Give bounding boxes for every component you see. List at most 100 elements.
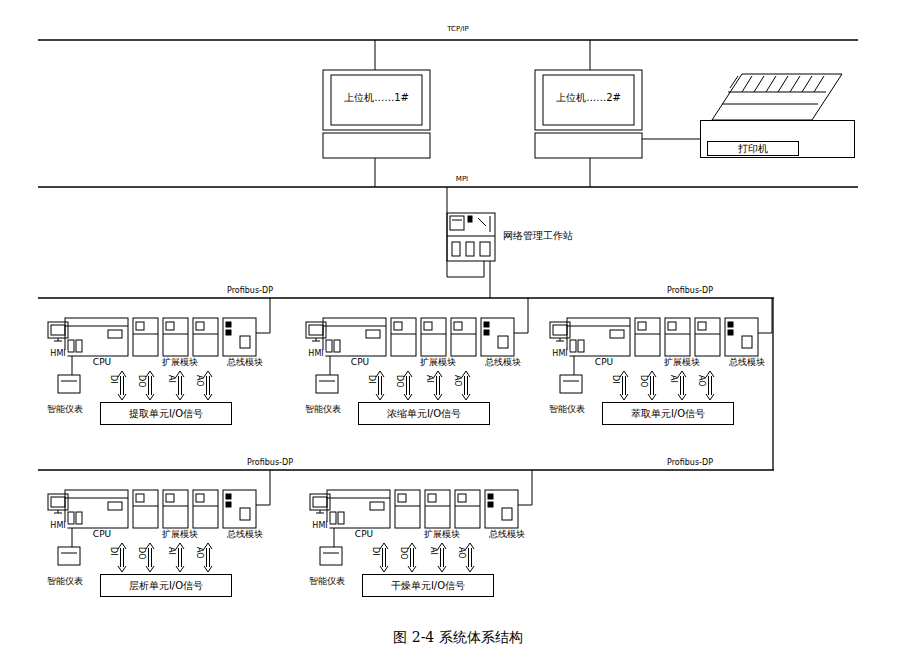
- part-outline: [725, 318, 758, 356]
- signal-name: DI: [109, 375, 117, 384]
- signal-name: DO: [639, 375, 647, 387]
- part-outline: [578, 340, 584, 352]
- part-outline: [424, 322, 432, 330]
- part-outline: [166, 494, 174, 502]
- node-text: 打印机: [707, 141, 799, 156]
- computer-node: 上位机……2#: [535, 70, 642, 158]
- part-name: HMI: [48, 522, 67, 530]
- io-unit-box: 干燥单元I/O信号: [362, 574, 494, 597]
- signal-name: DO: [395, 375, 403, 387]
- part-outline: [226, 322, 231, 327]
- part-outline: [395, 490, 420, 528]
- figure-caption: 图 2-4 系统体系结构: [393, 630, 522, 644]
- wire: [72, 528, 73, 547]
- part-outline: [488, 494, 493, 499]
- io-double-arrow: [118, 371, 126, 400]
- io-double-arrow: [118, 543, 126, 572]
- part-name: CPU: [593, 358, 615, 367]
- part-name: 扩展模块: [418, 358, 458, 367]
- signal-name: DI: [367, 375, 375, 384]
- part-name: CPU: [91, 530, 113, 539]
- wire: [133, 334, 158, 335]
- signal-name: DO: [137, 547, 145, 559]
- part-outline: [421, 318, 446, 356]
- wire: [316, 513, 324, 514]
- part-outline: [334, 340, 340, 352]
- part-outline: [553, 325, 567, 335]
- wire: [65, 326, 128, 327]
- part-outline: [728, 330, 733, 335]
- part-name: 智能仪表: [307, 577, 347, 586]
- part-outline: [226, 502, 231, 507]
- part-name: CPU: [353, 530, 375, 539]
- bus-drop-wire: [758, 298, 772, 333]
- part-outline: [316, 375, 338, 393]
- part-name: HMI: [310, 522, 329, 530]
- node-text: 网络管理工作站: [503, 230, 573, 241]
- io-double-arrow: [380, 543, 388, 572]
- wire: [312, 341, 320, 342]
- part-outline: [665, 318, 690, 356]
- wire: [193, 506, 218, 507]
- part-outline: [108, 330, 122, 338]
- part-outline: [638, 322, 646, 330]
- signal-name: AI: [167, 375, 175, 383]
- computer-symbol: [535, 40, 642, 187]
- wire: [425, 506, 450, 507]
- part-outline: [327, 490, 390, 528]
- part-outline: [610, 330, 624, 338]
- io-double-arrow: [146, 543, 154, 572]
- wire: [72, 356, 73, 375]
- bus-drop-wire: [256, 470, 270, 505]
- part-name: HMI: [48, 350, 67, 358]
- signal-name: AI: [425, 375, 433, 383]
- part-outline: [226, 494, 231, 499]
- part-outline: [451, 318, 476, 356]
- part-name: 智能仪表: [45, 405, 85, 414]
- io-unit-box: 提取单元I/O信号: [100, 402, 232, 425]
- plc-station: [48, 470, 270, 572]
- tcpip-bus: [38, 39, 858, 40]
- part-outline: [484, 330, 489, 335]
- signal-name: AO: [195, 547, 203, 559]
- io-double-arrow: [408, 543, 416, 572]
- part-outline: [196, 494, 204, 502]
- plc-station-symbol: [447, 187, 495, 298]
- part-outline: [338, 512, 344, 524]
- part-outline: [51, 325, 65, 335]
- signal-name: AO: [453, 375, 461, 387]
- io-unit-box: 层析单元I/O信号: [100, 574, 232, 597]
- part-outline: [484, 322, 489, 327]
- part-outline: [163, 318, 188, 356]
- wire: [391, 334, 416, 335]
- part-outline: [635, 318, 660, 356]
- io-double-arrow: [176, 371, 184, 400]
- plc-station: [310, 470, 532, 572]
- signal-name: AO: [457, 547, 465, 559]
- part-name: CPU: [91, 358, 113, 367]
- io-double-arrow: [620, 371, 628, 400]
- io-double-arrow: [204, 371, 212, 400]
- wire: [133, 506, 158, 507]
- part-outline: [58, 547, 80, 565]
- part-name: 扩展模块: [662, 358, 702, 367]
- part-outline: [366, 330, 380, 338]
- signal-name: AO: [697, 375, 705, 387]
- part-outline: [398, 494, 406, 502]
- plc-station: [306, 298, 528, 400]
- part-outline: [309, 325, 323, 335]
- part-outline: [196, 322, 204, 330]
- bus-name: MPI: [454, 176, 470, 183]
- wire: [334, 528, 335, 547]
- mpi-bus: [38, 186, 858, 187]
- io-double-arrow: [146, 371, 154, 400]
- part-outline: [193, 490, 218, 528]
- wire: [193, 334, 218, 335]
- part-outline: [454, 322, 462, 330]
- signal-name: AI: [429, 547, 437, 555]
- bus-name: Profibus-DP: [225, 287, 275, 295]
- node-text: 上位机……2#: [556, 92, 621, 103]
